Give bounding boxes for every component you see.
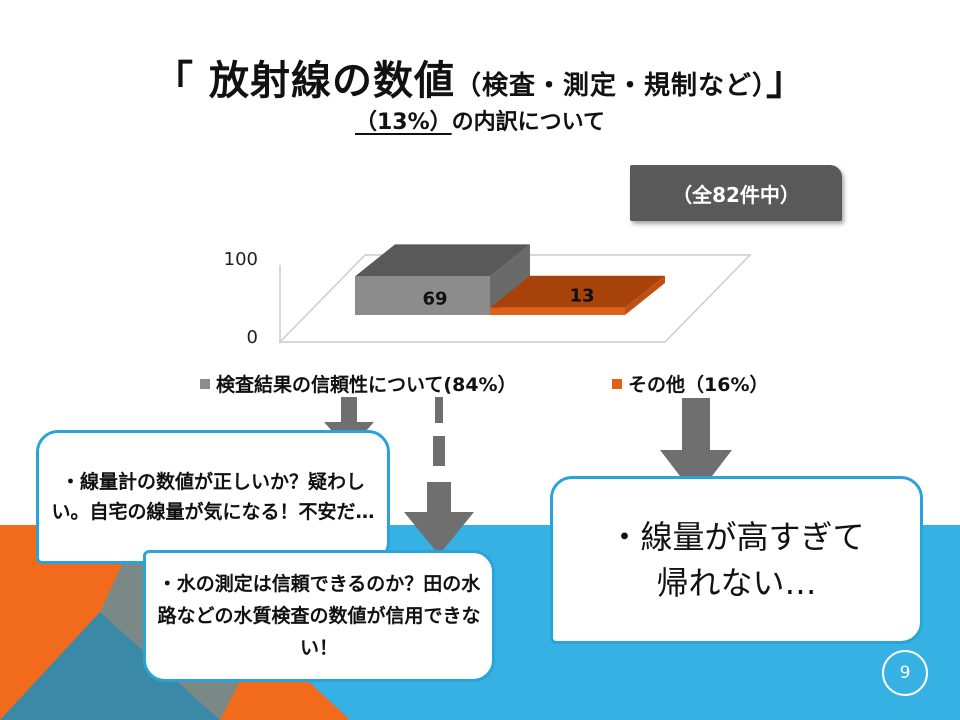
total-count-box: （全82件中） — [630, 165, 842, 221]
bar-value-label: 69 — [422, 288, 447, 309]
legend-label: 検査結果の信頼性について(84%） — [216, 374, 517, 396]
bar-side — [625, 275, 665, 315]
bar-top — [490, 275, 665, 308]
bar-other: 13 — [490, 275, 665, 315]
page-number: 9 — [882, 650, 928, 696]
legend-label: その他（16%） — [628, 374, 769, 396]
slide-subtitle: （13%）の内訳について — [0, 104, 960, 136]
comment-bubble-water: ・水の測定は信頼できるのか？田の水路などの水質検査の数値が信用できない！ — [143, 550, 495, 682]
bar-top — [355, 244, 530, 277]
y-tick-label: 100 — [224, 249, 258, 270]
chart-floor — [278, 254, 752, 343]
y-tick-label: 0 — [247, 327, 258, 348]
comment-bubble-high-dose: ・線量が高すぎて帰れない… — [550, 476, 923, 644]
bar-side — [490, 244, 530, 315]
subtitle-text: の内訳について — [451, 110, 605, 135]
legend-item-inspection: 検査結果の信頼性について(84%） — [200, 370, 517, 397]
comment-bubble-dosimeter: ・線量計の数値が正しいか？疑わしい。自宅の線量が気になる！不安だ… — [36, 430, 390, 564]
bar-value-label: 13 — [569, 286, 594, 307]
slide-title: 「 放射線の数値（検査・測定・規制など）」 — [153, 58, 807, 104]
legend-swatch — [200, 378, 210, 389]
legend-swatch — [612, 378, 622, 389]
bar-front — [355, 276, 490, 315]
legend-item-other: その他（16%） — [612, 370, 768, 397]
subtitle-percent: （13%） — [354, 110, 452, 135]
bar-chart: 100 0 69 13 — [224, 244, 752, 348]
bar-inspection: 69 — [355, 244, 530, 315]
bar-front — [490, 307, 625, 315]
